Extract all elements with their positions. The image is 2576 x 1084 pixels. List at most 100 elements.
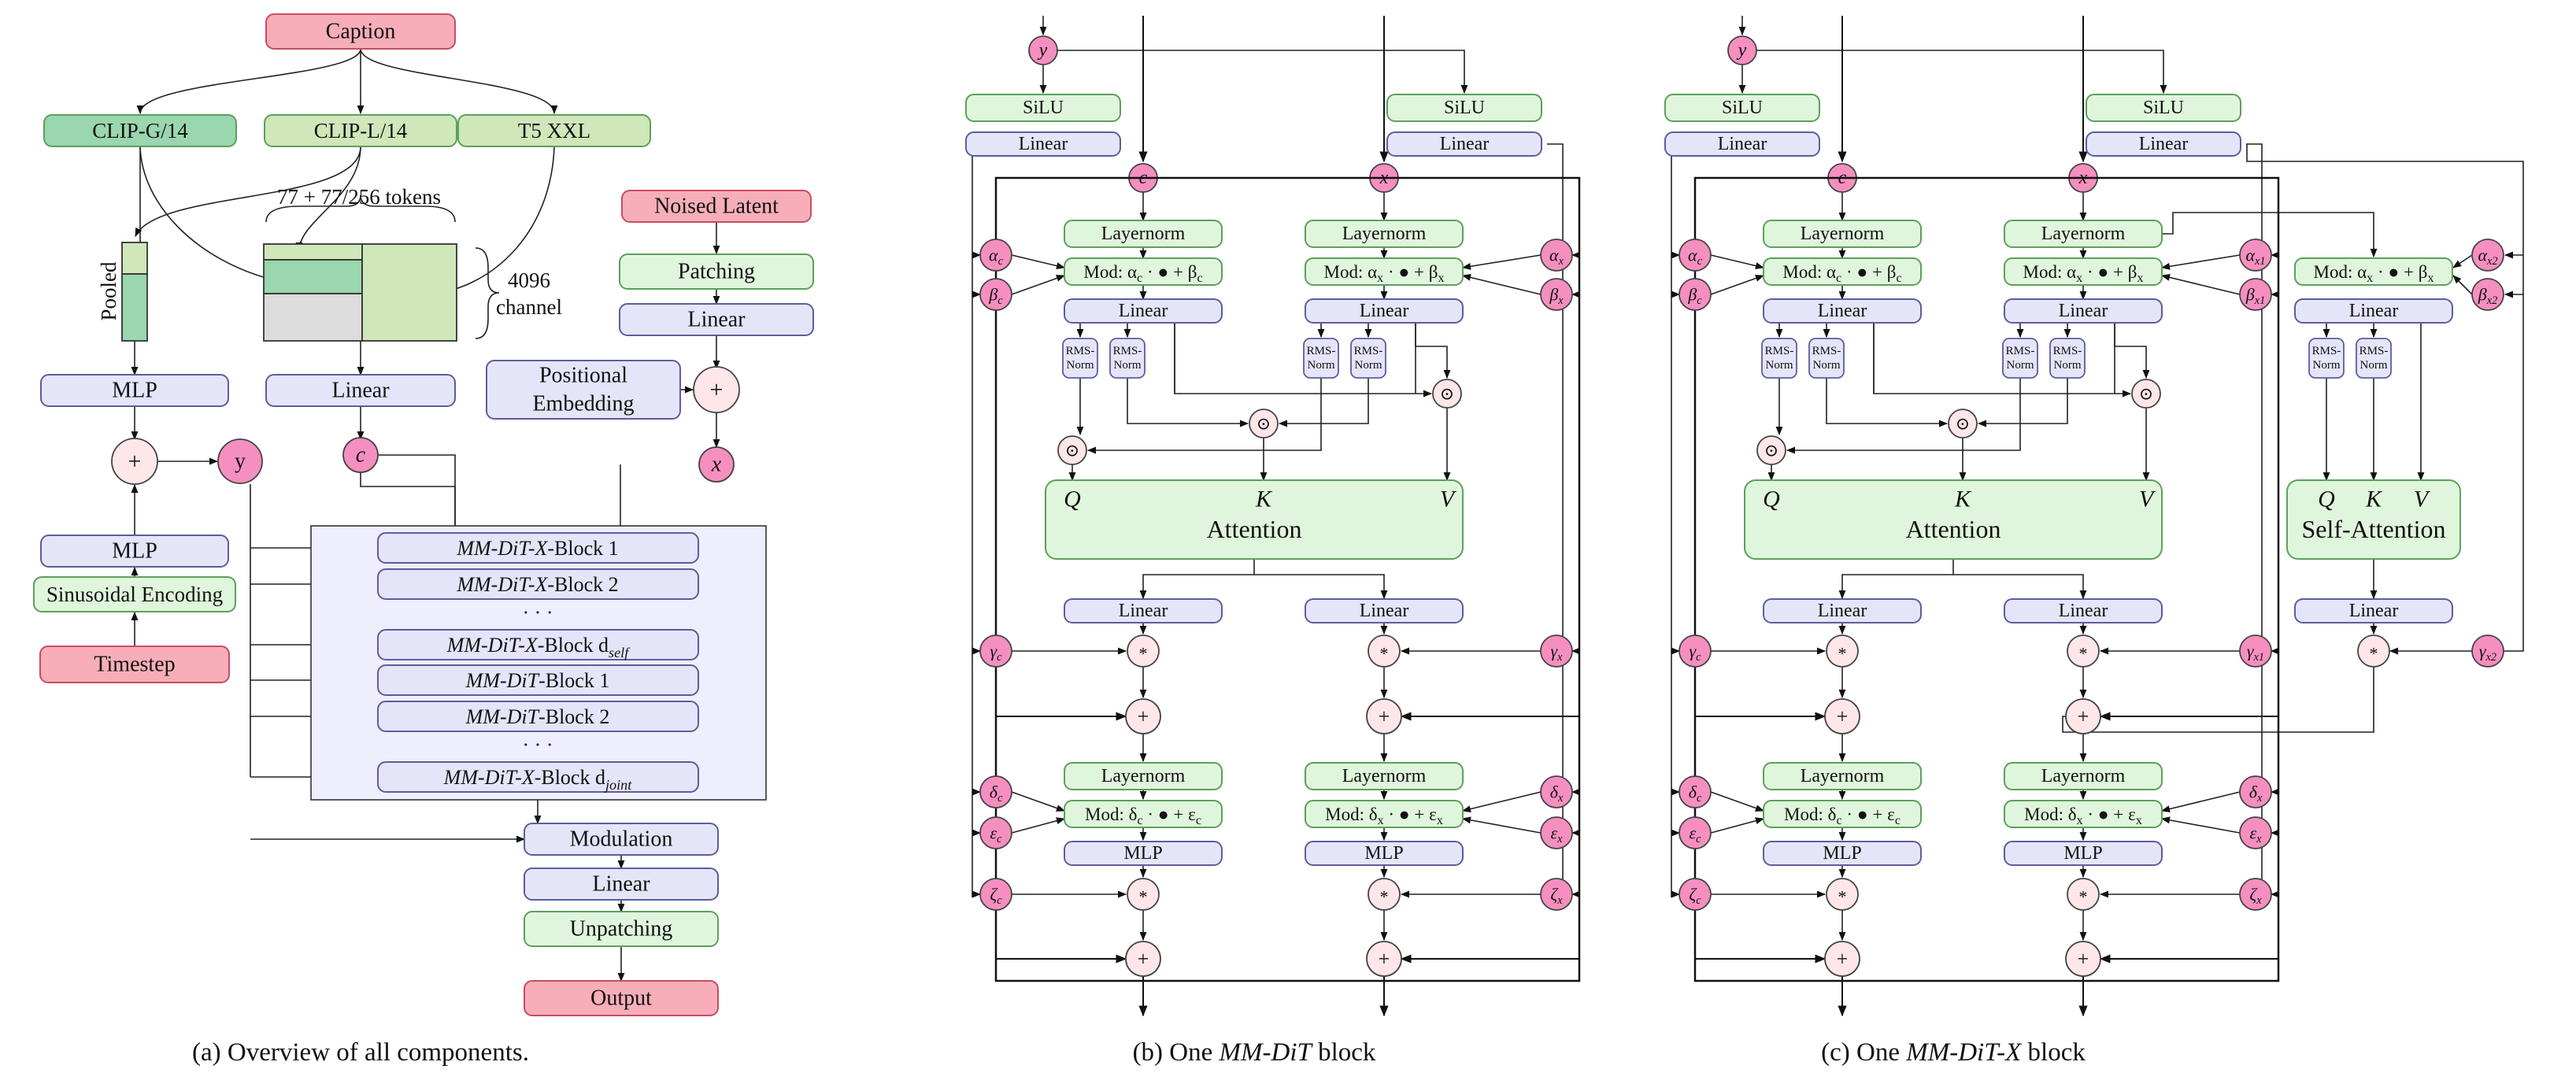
pooled-g-segment (121, 273, 148, 342)
rms-norm-shape (1062, 338, 1098, 379)
transformer-block-6 (377, 701, 699, 732)
rms-norm-shape (1808, 338, 1845, 379)
panel-c-v-label: V (2139, 487, 2156, 512)
panel-c-silu-left: SiLU (1664, 94, 1820, 122)
panel-c-linear-left: Linear (1664, 131, 1820, 157)
panel-c-self-gate: * (2357, 634, 2390, 668)
panel-b-silu-left: SiLU (965, 94, 1121, 122)
panel-c-layernorm1-c-shape (1763, 220, 1922, 248)
panel-c-linear-right-shape (2086, 131, 2241, 157)
label-part: c (1836, 272, 1841, 285)
connector (1127, 378, 1249, 427)
panel-c-gate2-x-label: * (2079, 887, 2088, 907)
panel-b-concat-v: ⊙ (1432, 379, 1462, 409)
panel-c-param-var_delta-c-shape (1678, 775, 1712, 808)
panel-c-self-linear-out-shape (2294, 598, 2453, 623)
panel-b-param-var_delta-x: δx (1540, 775, 1573, 808)
rms-norm-label-1: RMS- (2053, 345, 2082, 357)
panel-c-mod2-x-shape (2004, 800, 2163, 828)
panel-c-gate2-c: * (1826, 878, 1859, 911)
panel-c-self-linear-out-label: Linear (2349, 601, 2399, 621)
panel-b-concat-k-label: ⊙ (1257, 414, 1271, 434)
label-part: joint (604, 777, 632, 793)
label-part: self (609, 645, 631, 660)
panel-b-param-var_gamma-x-shape (1540, 634, 1573, 668)
panel-c-concat-q: ⊙ (1756, 435, 1786, 465)
panel-c-mod-x2-shape (2294, 257, 2453, 286)
panel-b-out-linear-x: Linear (1305, 598, 1464, 623)
sinusoidal-encoding: Sinusoidal Encoding (33, 576, 236, 612)
noised-latent-node: Noised Latent (621, 190, 812, 223)
subscript: x1 (2253, 651, 2265, 664)
panel-b-param-var_alpha-c: αc (979, 239, 1012, 272)
panel-c-qkv-linear-c-label: Linear (1818, 301, 1867, 321)
panel-c-param-var_zeta-x: ζx (2239, 878, 2272, 911)
subscript: c (1696, 894, 1701, 907)
connector (1011, 817, 1066, 834)
panel-c-param-gamma-x2-shape (2471, 634, 2504, 668)
connector (2114, 323, 2150, 379)
pooled-label: Pooled (97, 261, 120, 321)
label-part: x (2427, 272, 2434, 285)
panel-c-self-linear-in-label: Linear (2349, 301, 2399, 321)
subscript: c (997, 792, 1003, 805)
panel-b-mod1-label-c: Mod: αc · ● + βc (1083, 262, 1202, 286)
pooled-l-segment (121, 242, 148, 275)
panel-b-residual1-x-shape (1366, 698, 1402, 734)
connector (1826, 378, 1949, 427)
subscript: x (1556, 833, 1563, 845)
panel-c-mod2-c-shape (1763, 800, 1922, 828)
label-part: · ● + β (2082, 262, 2137, 282)
transformer-block-label: MM-DiT-X-Block djoint (443, 766, 633, 794)
panel-c-layernorm1-c-label: Layernorm (1801, 224, 1885, 244)
panel-b-mlp-c-label: MLP (1123, 843, 1162, 864)
panel-b-rms-norm-x-0: RMS-Norm (1303, 338, 1339, 379)
panel-c-param-var_zeta-c: ζc (1678, 878, 1712, 911)
panel-b-layernorm1-c-label: Layernorm (1101, 224, 1186, 244)
panel-c-silu-right: SiLU (2086, 94, 2241, 122)
panel-c-param-var_beta-x-shape (2239, 278, 2272, 311)
panel-b-param-var_zeta-x-shape (1540, 878, 1573, 911)
panel-c-layernorm1-x-shape (2004, 220, 2163, 248)
label-part: c (1137, 272, 1142, 285)
panel-b-residual1-c-shape (1125, 698, 1161, 734)
subscript: c (1696, 833, 1701, 845)
panel-b-rms-norm-c-0: RMS-Norm (1062, 338, 1098, 379)
panel-c-mod1-x (2004, 257, 2163, 286)
label-part: -Block d (538, 634, 609, 657)
panel-c-layernorm2-x: Layernorm (2004, 762, 2163, 790)
connector (2062, 667, 2374, 733)
panel-c-layernorm2-c-label: Layernorm (1801, 766, 1885, 786)
subscript: x2 (2485, 651, 2497, 664)
panel-b-rms-norm-c-1: RMS-Norm (1109, 338, 1146, 379)
panel-c-param-var_gamma-x-shape (2239, 634, 2272, 668)
label-part: x (1438, 272, 1444, 285)
panel-c-param-var_delta-x-shape (2239, 775, 2272, 808)
panel-b-param-var_zeta-c-shape (979, 878, 1012, 911)
matrix-clip-l-block (263, 243, 363, 261)
caption-node-label: Caption (326, 20, 396, 44)
linear-in-node-label: Linear (687, 308, 746, 332)
panel-c-mod1-label-c: Mod: αc · ● + βc (1782, 262, 1901, 286)
connector (1953, 574, 2087, 600)
timestep-node: Timestep (39, 646, 230, 683)
panel-c-mlp-x-label: MLP (2063, 843, 2102, 864)
x-var-node-shape (698, 446, 735, 483)
panel-b-param-var_beta-x-shape (1540, 278, 1573, 311)
connector (1710, 817, 1765, 834)
panel-c-param-var_beta-x: βx1 (2239, 278, 2272, 311)
panel-b-param-var_beta-c-shape (979, 278, 1012, 311)
panel-c-mlp-c-shape (1763, 841, 1922, 866)
panel-b-residual1-x: + (1366, 698, 1402, 734)
label-part: MM-DiT-X (443, 766, 535, 789)
panel-c-param-var_eps-c-shape (1678, 816, 1712, 849)
label-part: block (1312, 1038, 1376, 1067)
panel-c-linear-left-label: Linear (1718, 134, 1767, 154)
panel-c-residual-frame (1693, 176, 2280, 982)
label-part: x (1437, 814, 1443, 827)
blocks-panel (310, 525, 767, 801)
panel-c-residual1-c: + (1824, 698, 1860, 734)
panel-b-layernorm1-c: Layernorm (1064, 220, 1223, 248)
panel-b-layernorm1-x-label: Layernorm (1342, 224, 1427, 244)
